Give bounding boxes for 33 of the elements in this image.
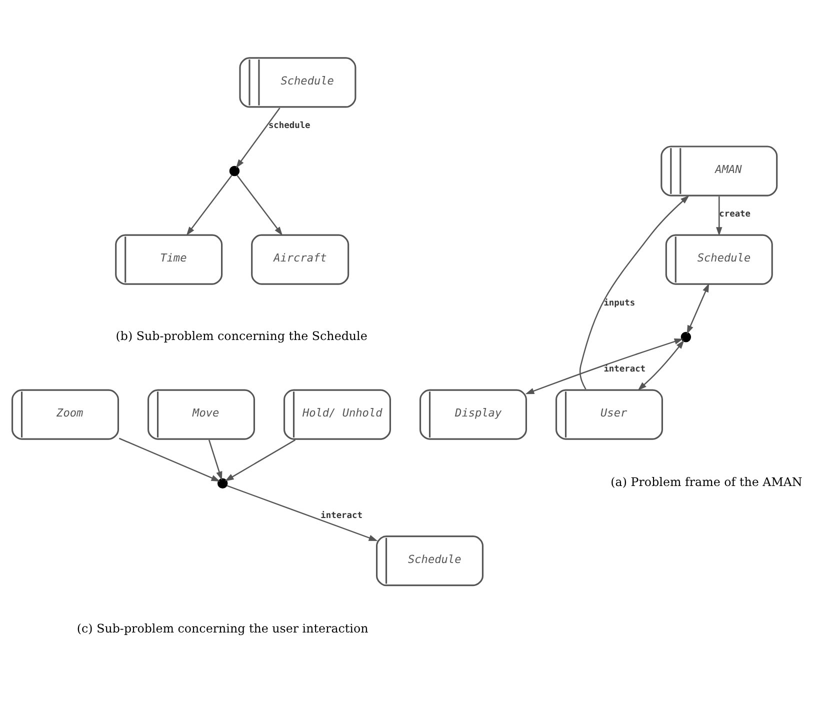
arrow: [236, 108, 280, 168]
node-box: Schedule: [239, 57, 356, 108]
arrow: [226, 485, 378, 541]
arrow: [208, 440, 222, 480]
node-box: Schedule: [665, 234, 773, 285]
label: (c) Sub-problem concerning the user interaction: [76, 621, 368, 636]
edge-label: inputs: [604, 298, 636, 308]
label: (b) Sub-problem concerning the Schedule: [116, 328, 368, 343]
arrow: [525, 338, 684, 394]
arrow: [186, 174, 232, 236]
node-box: Hold/ Unhold: [283, 389, 392, 440]
label: (a) Problem frame of the AMAN: [610, 475, 802, 490]
node-circle: [680, 332, 692, 342]
node-circle: [229, 166, 240, 176]
arrow: [716, 196, 722, 236]
arrow: [579, 195, 690, 390]
node-circle: [217, 478, 228, 488]
node-box: Display: [419, 389, 527, 440]
arrow: [638, 340, 684, 390]
edge-label: interact: [320, 510, 362, 521]
arrow: [686, 283, 710, 334]
arrow: [236, 174, 283, 236]
node-box: Time: [115, 234, 223, 285]
node-box: Aircraft: [251, 234, 350, 285]
edge-label: create: [719, 210, 751, 220]
node-box: User: [555, 389, 663, 440]
node-box: Zoom: [12, 389, 120, 440]
arrow: [224, 439, 296, 482]
edge-label: schedule: [268, 121, 310, 132]
node-box: Move: [148, 389, 256, 440]
edge-label: interact: [604, 364, 646, 375]
arrow: [118, 438, 220, 482]
node-box: AMAN: [660, 146, 778, 196]
